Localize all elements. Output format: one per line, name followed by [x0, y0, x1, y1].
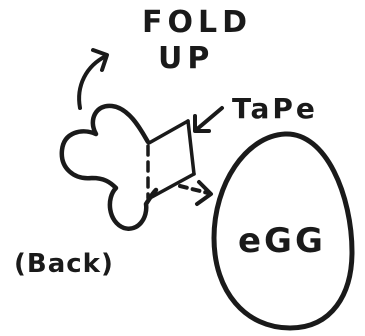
back-label: (Back): [14, 249, 114, 279]
egg-label: eGG: [238, 221, 326, 261]
fold-arrow-icon: [79, 50, 107, 108]
cutout-shape: [62, 106, 156, 229]
tape-label: TaPe: [232, 92, 318, 125]
fold-label-line2: UP: [158, 41, 214, 76]
tape-arrow-icon: [195, 108, 222, 131]
fold-label-line1: FOLD: [142, 5, 252, 40]
egg-arrow-icon: [180, 182, 211, 204]
